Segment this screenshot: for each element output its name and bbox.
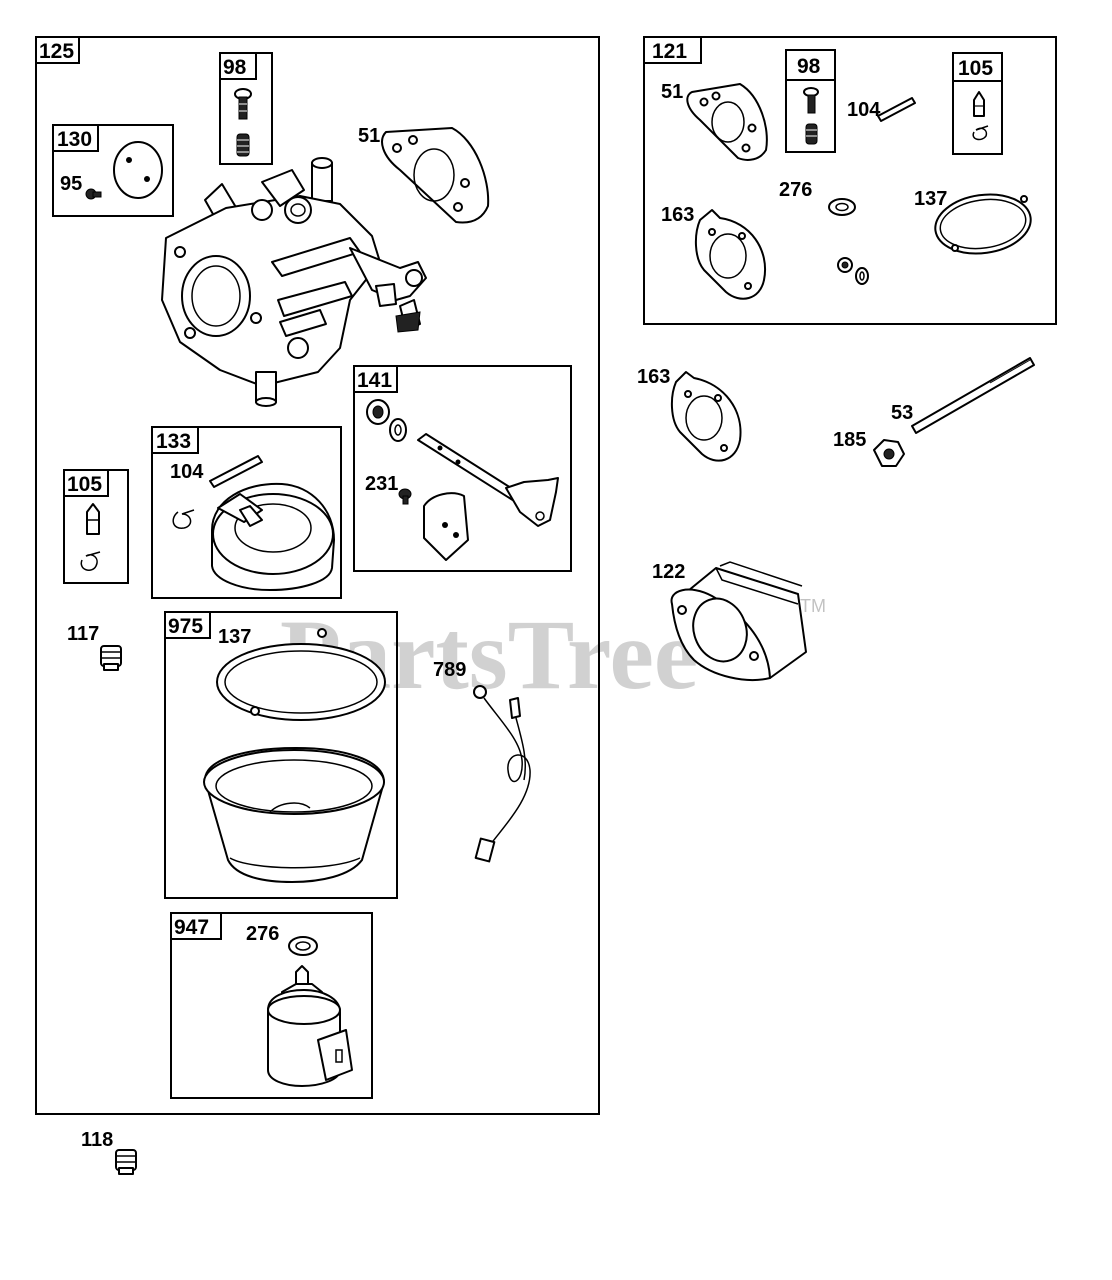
label-51-left: 51 <box>358 125 380 147</box>
washer-icon <box>389 418 407 442</box>
label-163-outside: 163 <box>637 366 670 388</box>
float-needle-right-icon <box>973 91 985 117</box>
box-98-right-label: 98 <box>797 55 821 78</box>
throttle-shaft-icon <box>417 433 559 527</box>
label-163-inbox: 163 <box>661 204 694 226</box>
box-947-label: 947 <box>174 916 209 939</box>
screw-95-icon <box>85 188 102 200</box>
bowl-gasket-right-icon <box>934 193 1032 255</box>
label-104-left: 104 <box>170 461 204 483</box>
label-137-right: 137 <box>914 188 947 210</box>
needle-clip-right-icon <box>972 125 989 141</box>
bowl-gasket-icon <box>216 628 386 721</box>
spring-right-icon <box>805 123 818 145</box>
box-121[interactable]: 121 51 98 104 <box>643 36 1057 325</box>
box-125-label: 125 <box>39 40 74 63</box>
box-105-left[interactable]: 105 <box>63 469 129 584</box>
screw-231-icon <box>398 488 412 505</box>
carburetor-body-icon <box>161 157 427 407</box>
label-276-right: 276 <box>779 179 812 201</box>
label-51-right: 51 <box>661 81 683 103</box>
float-pin-icon <box>209 455 263 488</box>
box-125[interactable]: 125 <box>35 36 600 1115</box>
label-53: 53 <box>891 402 913 424</box>
box-105-right[interactable]: 105 <box>952 52 1003 155</box>
watermark-trademark: TM <box>800 596 826 616</box>
box-133[interactable]: 133 104 <box>151 426 342 599</box>
label-104-right: 104 <box>847 99 881 121</box>
idle-screw-right-icon <box>803 87 819 114</box>
seal-washers-icon <box>837 257 869 285</box>
label-117: 117 <box>67 623 99 645</box>
seal-icon <box>366 399 390 425</box>
box-105-left-label: 105 <box>67 473 102 496</box>
box-121-label: 121 <box>652 40 687 63</box>
box-141[interactable]: 141 231 <box>353 365 572 572</box>
label-95: 95 <box>60 173 82 195</box>
box-98-left-label: 98 <box>223 56 247 79</box>
plug-117-icon <box>100 645 122 671</box>
box-975[interactable]: 975 137 <box>164 611 398 899</box>
label-185: 185 <box>833 429 866 451</box>
gasket-51-left-icon <box>381 127 490 224</box>
label-122: 122 <box>652 561 685 583</box>
washer-276-icon <box>288 936 318 956</box>
throttle-valve-icon <box>423 492 469 561</box>
gasket-163-inbox-icon <box>694 209 767 300</box>
float-needle-icon <box>86 503 100 535</box>
throttle-plate-icon <box>113 141 163 199</box>
mounting-stud-53-icon <box>911 357 1035 434</box>
float-icon <box>211 482 335 591</box>
box-947[interactable]: 947 276 <box>170 912 373 1099</box>
nut-185-icon <box>873 439 905 467</box>
box-133-label: 133 <box>156 430 191 453</box>
label-231: 231 <box>365 473 398 495</box>
fuel-solenoid-icon <box>267 965 353 1087</box>
ground-wire-icon <box>473 685 531 863</box>
fuel-bowl-icon <box>203 747 385 883</box>
spring-icon <box>236 133 250 157</box>
washer-276-right-icon <box>828 198 856 216</box>
gasket-51-right-icon <box>686 83 768 161</box>
plug-118-icon <box>115 1149 137 1175</box>
spacer-122-icon <box>670 561 807 681</box>
label-276-left: 276 <box>246 923 279 945</box>
clip-icon <box>172 509 195 529</box>
idle-screw-icon <box>234 88 252 120</box>
box-98-left[interactable]: 98 <box>219 52 273 165</box>
float-pin-right-icon <box>877 97 916 122</box>
box-130-label: 130 <box>57 128 92 151</box>
box-975-label: 975 <box>168 615 203 638</box>
label-789: 789 <box>433 659 466 681</box>
needle-clip-icon <box>80 551 101 571</box>
box-141-label: 141 <box>357 369 392 392</box>
box-130[interactable]: 130 95 <box>52 124 174 217</box>
box-105-right-label: 105 <box>958 57 993 80</box>
box-98-right[interactable]: 98 <box>785 49 836 153</box>
label-137-left: 137 <box>218 626 251 648</box>
label-118: 118 <box>81 1129 113 1151</box>
gasket-163-outside-icon <box>670 371 742 462</box>
